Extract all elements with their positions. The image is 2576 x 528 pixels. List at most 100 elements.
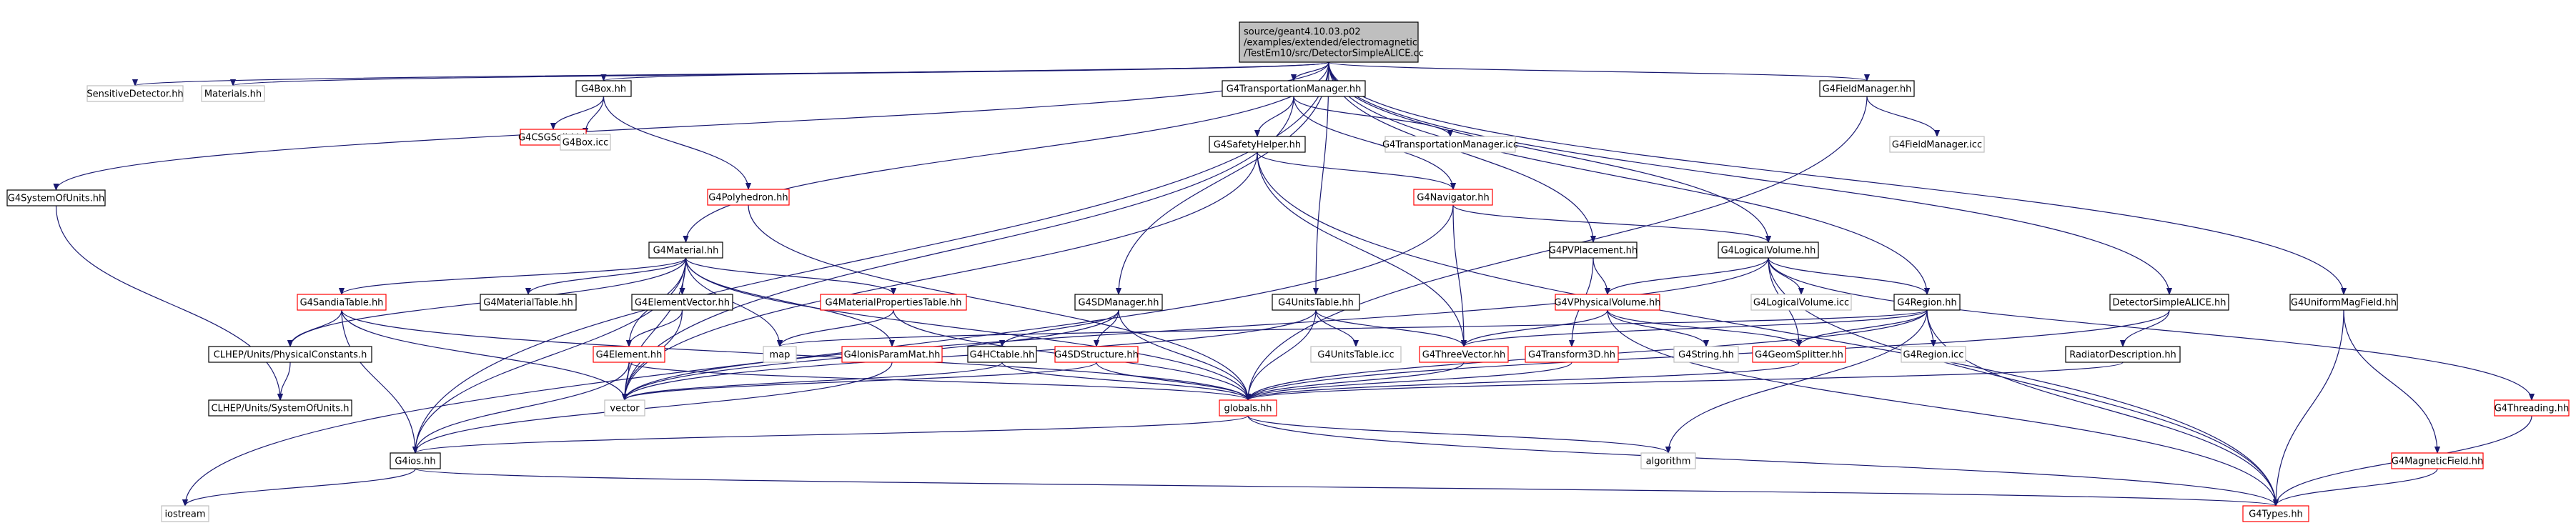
edge-root-to-g4fieldman (1328, 61, 1867, 81)
node-g4fieldicc[interactable]: G4FieldManager.icc (1889, 136, 1985, 153)
node-raddesc-label: RadiatorDescription.hh (2069, 350, 2176, 361)
node-g4unifield-box (2289, 294, 2398, 311)
node-materials-box (201, 85, 265, 102)
node-g4fieldicc-box (1889, 136, 1985, 153)
node-algorithm-label: algorithm (1646, 457, 1691, 467)
node-g4ios[interactable]: G4ios.hh (390, 452, 441, 469)
node-g4mattable-box (480, 294, 577, 311)
node-g4geomsplit[interactable]: G4GeomSplitter.hh (1752, 346, 1846, 363)
node-g4geomsplit-label: G4GeomSplitter.hh (1755, 350, 1843, 361)
node-g4element[interactable]: G4Element.hh (593, 346, 665, 363)
node-clhepsys[interactable]: CLHEP/Units/SystemOfUnits.h (208, 399, 352, 417)
node-g4logvolicc[interactable]: G4LogicalVolume.icc (1750, 294, 1852, 311)
node-g4pvplacement[interactable]: G4PVPlacement.hh (1549, 241, 1638, 259)
edge-globals-to-g4types (1247, 415, 2276, 507)
node-g4transicc-box (1384, 136, 1516, 153)
node-g4mattable-label: G4MaterialTable.hh (483, 298, 573, 309)
edge-g4transman-to-g4transicc (1293, 96, 1450, 137)
node-g4sandia-label: G4SandiaTable.hh (300, 298, 384, 309)
edge-g4element-to-g4ios (415, 362, 630, 453)
edge-g4sandia-to-g4ios (341, 309, 415, 453)
edge-g4vphysvol-to-g4types (1607, 309, 2276, 506)
node-root[interactable]: source/geant4.10.03.p02/examples/extende… (1239, 21, 1424, 63)
node-g4transform-label: G4Transform3D.hh (1528, 350, 1615, 361)
node-vector[interactable]: vector (604, 399, 645, 417)
edge-root-to-g4region (1328, 61, 1927, 294)
node-g4regionicc[interactable]: G4Region.icc (1901, 346, 1966, 363)
node-g4safety-box (1209, 136, 1306, 153)
node-g4matprop[interactable]: G4MaterialPropertiesTable.hh (820, 294, 967, 311)
node-g4sandia[interactable]: G4SandiaTable.hh (297, 294, 387, 311)
node-vector-label: vector (610, 404, 640, 414)
node-clhepsys-box (208, 399, 352, 417)
edge-g4safety-to-g4threevec (1257, 151, 1464, 347)
node-g4transform[interactable]: G4Transform3D.hh (1525, 346, 1619, 363)
node-g4threading[interactable]: G4Threading.hh (2494, 399, 2570, 417)
edge-g4unifield-to-g4magfield (2343, 309, 2437, 453)
node-root-label: source/geant4.10.03.p02 (1244, 27, 1361, 38)
node-g4threevec[interactable]: G4ThreeVector.hh (1419, 346, 1509, 363)
node-map[interactable]: map (763, 346, 797, 363)
node-materials[interactable]: Materials.hh (201, 85, 265, 102)
node-g4ionis-box (841, 346, 943, 363)
edge-g4sdstruct-to-globals (1096, 362, 1248, 401)
node-g4unitsicc[interactable]: G4UnitsTable.icc (1310, 346, 1402, 363)
node-g4material-label: G4Material.hh (653, 246, 719, 256)
node-raddesc[interactable]: RadiatorDescription.hh (2065, 346, 2181, 363)
node-algorithm[interactable]: algorithm (1640, 452, 1696, 469)
node-g4transman[interactable]: G4TransportationManager.hh (1222, 80, 1366, 97)
edge-g4unitstable-to-globals (1248, 309, 1317, 400)
nodes-layer: source/geant4.10.03.p02/examples/extende… (6, 21, 2570, 522)
edge-g4polyhedron-to-globals (748, 204, 1248, 400)
edge-g4fieldman-to-g4fieldicc (1866, 96, 1937, 137)
node-g4material[interactable]: G4Material.hh (648, 241, 723, 259)
node-g4region[interactable]: G4Region.hh (1893, 294, 1961, 311)
edge-raddesc-to-globals (1248, 362, 2124, 401)
edge-root-to-g4sysunits (56, 61, 1329, 190)
node-globals[interactable]: globals.hh (1219, 399, 1277, 417)
node-detalice[interactable]: DetectorSimpleALICE.hh (2109, 294, 2229, 311)
node-g4logvol[interactable]: G4LogicalVolume.hh (1718, 241, 1819, 259)
node-g4polyhedron[interactable]: G4Polyhedron.hh (707, 189, 790, 206)
node-iostream[interactable]: iostream (161, 505, 209, 522)
edge-g4region-to-g4regionicc (1926, 309, 1933, 347)
node-g4fieldman-label: G4FieldManager.hh (1823, 84, 1912, 95)
node-g4safety[interactable]: G4SafetyHelper.hh (1209, 136, 1306, 153)
node-g4boxicc[interactable]: G4Box.icc (560, 134, 611, 151)
node-g4vphysvol[interactable]: G4VPhysicalVolume.hh (1554, 294, 1661, 311)
node-g4mattable[interactable]: G4MaterialTable.hh (480, 294, 577, 311)
edge-g4navigator-to-g4threevec (1452, 204, 1464, 347)
node-g4unitstable[interactable]: G4UnitsTable.hh (1272, 294, 1360, 311)
edge-root-to-g4ios (415, 61, 1329, 453)
node-sensdet[interactable]: SensitiveDetector.hh (86, 85, 184, 102)
node-g4navigator[interactable]: G4Navigator.hh (1413, 189, 1493, 206)
node-g4elemvec[interactable]: G4ElementVector.hh (631, 294, 733, 311)
node-algorithm-box (1640, 452, 1696, 469)
node-g4hctable-label: G4HCtable.hh (970, 350, 1035, 361)
node-g4ionis-label: G4IonisParamMat.hh (844, 350, 941, 361)
node-g4unifield[interactable]: G4UniformMagField.hh (2289, 294, 2398, 311)
node-clhepphys[interactable]: CLHEP/Units/PhysicalConstants.h (208, 346, 372, 363)
edges-layer (56, 61, 2532, 507)
edge-g4hctable-to-vector (625, 362, 1003, 401)
node-g4types[interactable]: G4Types.hh (2242, 505, 2309, 522)
edge-g4sdman-to-globals (1118, 309, 1248, 400)
node-iostream-label: iostream (164, 509, 205, 520)
edge-g4region-to-algorithm (1668, 309, 1928, 453)
edge-g4material-to-g4sandia (342, 257, 687, 295)
node-g4string[interactable]: G4String.hh (1673, 346, 1739, 363)
node-g4sdstruct[interactable]: G4SDStructure.hh (1054, 346, 1139, 363)
node-g4sdman[interactable]: G4SDManager.hh (1074, 294, 1163, 311)
edge-g4safety-to-g4types (1257, 151, 2276, 506)
node-g4sysunits[interactable]: G4SystemOfUnits.hh (6, 189, 106, 206)
edge-g4elemvec-to-g4element (629, 309, 683, 347)
node-g4transicc[interactable]: G4TransportationManager.icc (1382, 136, 1518, 153)
edge-g4safety-to-g4navigator (1257, 151, 1453, 190)
node-g4hctable[interactable]: G4HCtable.hh (967, 346, 1037, 363)
node-g4box[interactable]: G4Box.hh (575, 80, 632, 97)
node-g4magfield[interactable]: G4MagneticField.hh (2391, 452, 2484, 469)
edge-g4ionis-to-g4ios (415, 362, 893, 453)
node-g4fieldman[interactable]: G4FieldManager.hh (1819, 80, 1915, 97)
node-sensdet-label: SensitiveDetector.hh (86, 89, 183, 100)
node-g4ionis[interactable]: G4IonisParamMat.hh (841, 346, 943, 363)
